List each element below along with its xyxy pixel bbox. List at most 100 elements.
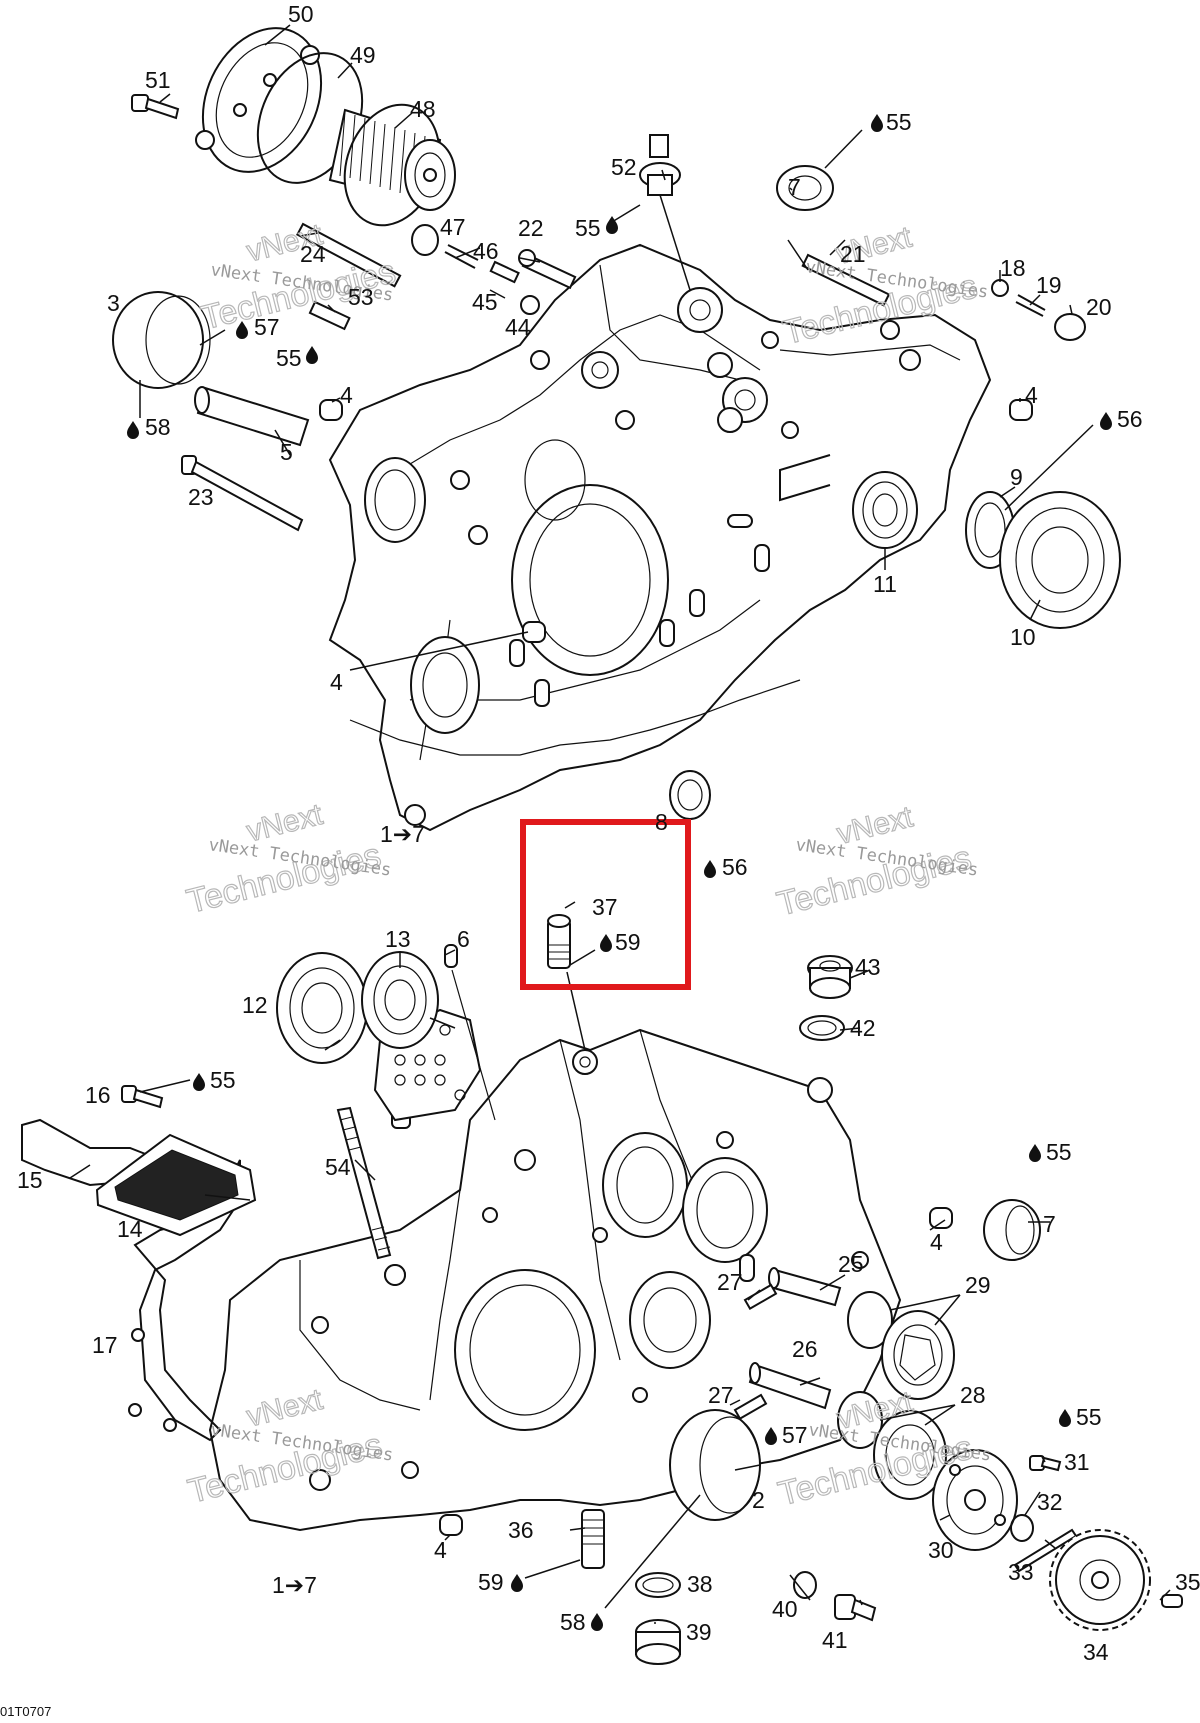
label-57: 57 bbox=[254, 314, 280, 340]
highlight-box bbox=[520, 819, 691, 990]
washer-42 bbox=[799, 1015, 845, 1041]
leader-lines bbox=[69, 24, 1171, 1624]
label-55: 55 bbox=[1076, 1404, 1102, 1430]
upper-crankcase-group bbox=[328, 243, 1121, 832]
label-23: 23 bbox=[188, 484, 214, 510]
lower-bore-main bbox=[454, 1269, 596, 1431]
label-24: 24 bbox=[300, 241, 326, 267]
upper-crankcase-body bbox=[328, 243, 992, 832]
label-3: 3 bbox=[107, 290, 120, 316]
bearing-10 bbox=[999, 491, 1121, 629]
oil-drop-icon bbox=[765, 1427, 777, 1445]
oil-drop-icon bbox=[704, 860, 716, 878]
label-4: 4 bbox=[1025, 382, 1038, 408]
label-22: 22 bbox=[518, 215, 544, 241]
rotor-29 bbox=[847, 1291, 955, 1400]
label-58: 58 bbox=[560, 1609, 586, 1635]
small-parts-top bbox=[296, 222, 1086, 341]
bolt-23 bbox=[181, 455, 304, 532]
label-40: 40 bbox=[772, 1596, 798, 1622]
label-27: 27 bbox=[717, 1269, 743, 1295]
oil-drop-icon bbox=[1059, 1409, 1071, 1427]
label-34: 34 bbox=[1083, 1639, 1109, 1665]
label-7: 7 bbox=[1043, 1211, 1056, 1237]
lower-bore-1 bbox=[602, 1132, 688, 1238]
label-49: 49 bbox=[350, 42, 376, 68]
lower-bore-2 bbox=[682, 1157, 768, 1263]
label-17: 17 bbox=[92, 1332, 118, 1358]
label-33: 33 bbox=[1008, 1559, 1034, 1585]
label-1-7: 1➔7 bbox=[380, 821, 425, 847]
pin-35 bbox=[1161, 1594, 1183, 1608]
label-26: 26 bbox=[792, 1336, 818, 1362]
oil-drop-icon bbox=[600, 934, 612, 952]
oil-drop-icon bbox=[511, 1574, 523, 1592]
gear-34 bbox=[1049, 1529, 1151, 1631]
dowel-4-b bbox=[1009, 399, 1033, 421]
diagram-code: 01T0707 bbox=[0, 1704, 51, 1719]
label-13: 13 bbox=[385, 926, 411, 952]
shaft-25 bbox=[768, 1267, 842, 1307]
label-56: 56 bbox=[1117, 406, 1143, 432]
ring-7-bottom bbox=[983, 1199, 1041, 1261]
oil-drop-icon bbox=[127, 421, 139, 439]
label-12: 12 bbox=[242, 992, 268, 1018]
label-57: 57 bbox=[782, 1422, 808, 1448]
label-39: 39 bbox=[686, 1619, 712, 1645]
dowel-4-d bbox=[929, 1207, 953, 1229]
label-10: 10 bbox=[1010, 624, 1036, 650]
pin-27-b bbox=[733, 1393, 768, 1421]
bearing-12 bbox=[276, 952, 368, 1064]
oil-drop-icon bbox=[591, 1613, 603, 1631]
label-50: 50 bbox=[288, 1, 314, 27]
fitting-37 bbox=[547, 914, 571, 969]
oil-drop-icon bbox=[1100, 412, 1112, 430]
label-25: 25 bbox=[838, 1251, 864, 1277]
label-44: 44 bbox=[505, 314, 531, 340]
label-4: 4 bbox=[340, 382, 353, 408]
label-59: 59 bbox=[478, 1569, 504, 1595]
label-4: 4 bbox=[930, 1229, 943, 1255]
label-31: 31 bbox=[1064, 1449, 1090, 1475]
shaft-26 bbox=[748, 1362, 832, 1410]
label-11: 11 bbox=[873, 571, 897, 597]
label-45: 45 bbox=[472, 289, 498, 315]
label-8: 8 bbox=[655, 809, 668, 835]
label-9: 9 bbox=[1010, 464, 1023, 490]
bolt-51 bbox=[131, 94, 180, 120]
lower-crankcase-group bbox=[128, 1028, 902, 1532]
pump-cover-30 bbox=[932, 1449, 1018, 1551]
label-4: 4 bbox=[434, 1537, 447, 1563]
dowel-4-a bbox=[319, 399, 343, 421]
label-20: 20 bbox=[1086, 294, 1112, 320]
washer-32 bbox=[1010, 1514, 1034, 1542]
seal-8 bbox=[669, 770, 711, 820]
bolt-41 bbox=[834, 1594, 877, 1622]
label-55: 55 bbox=[276, 345, 302, 371]
stud-54 bbox=[336, 1106, 406, 1286]
label-28: 28 bbox=[960, 1382, 986, 1408]
ring-7-top bbox=[776, 165, 834, 211]
label-4: 4 bbox=[330, 669, 343, 695]
fitting-36 bbox=[581, 1509, 605, 1569]
lower-bore-3 bbox=[629, 1271, 711, 1369]
pin-6 bbox=[444, 944, 458, 968]
pin-27-a bbox=[743, 1283, 778, 1311]
dowel-4-c bbox=[522, 621, 546, 643]
seal-2 bbox=[669, 1409, 761, 1521]
label-6: 6 bbox=[457, 926, 470, 952]
bolt-31 bbox=[1029, 1455, 1062, 1472]
label-16: 16 bbox=[85, 1082, 111, 1108]
pin-5 bbox=[194, 386, 310, 447]
main-bore bbox=[511, 484, 669, 676]
washer-40 bbox=[793, 1571, 817, 1599]
bolt-16 bbox=[121, 1085, 164, 1109]
label-15: 15 bbox=[17, 1167, 43, 1193]
ring-3 bbox=[112, 291, 211, 389]
part-labels: 50 49 51 48 55 52 7 55 47 46 22 24 21 18… bbox=[17, 1, 1200, 1665]
label-47: 47 bbox=[440, 214, 466, 240]
label-56: 56 bbox=[722, 854, 748, 880]
label-36: 36 bbox=[508, 1517, 534, 1543]
